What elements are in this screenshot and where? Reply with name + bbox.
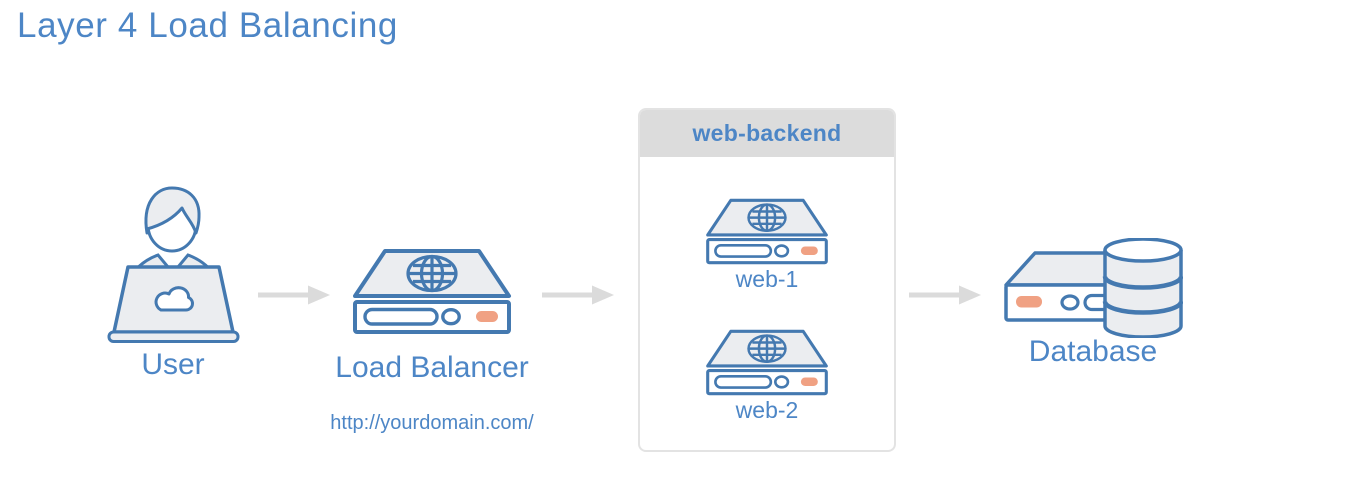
arrow-right-icon bbox=[258, 285, 330, 305]
flow-arrow-lb-to-backend bbox=[540, 284, 616, 311]
user-at-laptop-icon bbox=[107, 186, 239, 343]
status-led bbox=[800, 246, 818, 255]
node-web-1: web-1 bbox=[705, 198, 829, 293]
database-icon bbox=[1004, 238, 1183, 338]
load-balancer-server-icon bbox=[353, 249, 511, 334]
status-led bbox=[476, 311, 498, 322]
web-1-label: web-1 bbox=[735, 266, 799, 292]
status-led bbox=[1016, 296, 1042, 308]
page-title: Layer 4 Load Balancing bbox=[17, 6, 398, 45]
flow-arrow-backend-to-db bbox=[907, 284, 983, 311]
node-database: Database bbox=[1003, 238, 1183, 369]
status-led bbox=[800, 377, 818, 386]
flow-arrow-user-to-lb bbox=[256, 284, 332, 311]
user-label: User bbox=[141, 348, 205, 381]
web-server-icon bbox=[706, 329, 828, 396]
node-web-2: web-2 bbox=[705, 329, 829, 424]
arrow-right-icon bbox=[542, 285, 614, 305]
node-load-balancer: Load Balancer http://yourdomain.com/ bbox=[330, 248, 534, 435]
arrow-right-icon bbox=[909, 285, 981, 305]
web-2-label: web-2 bbox=[735, 397, 799, 423]
web-backend-title: web-backend bbox=[692, 120, 842, 146]
database-label: Database bbox=[1028, 335, 1158, 368]
web-backend-group: web-backend web-1 bbox=[638, 108, 896, 452]
web-backend-header: web-backend bbox=[640, 110, 894, 157]
node-user: User bbox=[103, 183, 243, 382]
load-balancer-label: Load Balancer bbox=[335, 351, 529, 384]
load-balancer-url: http://yourdomain.com/ bbox=[330, 412, 534, 434]
web-server-icon bbox=[706, 198, 828, 265]
